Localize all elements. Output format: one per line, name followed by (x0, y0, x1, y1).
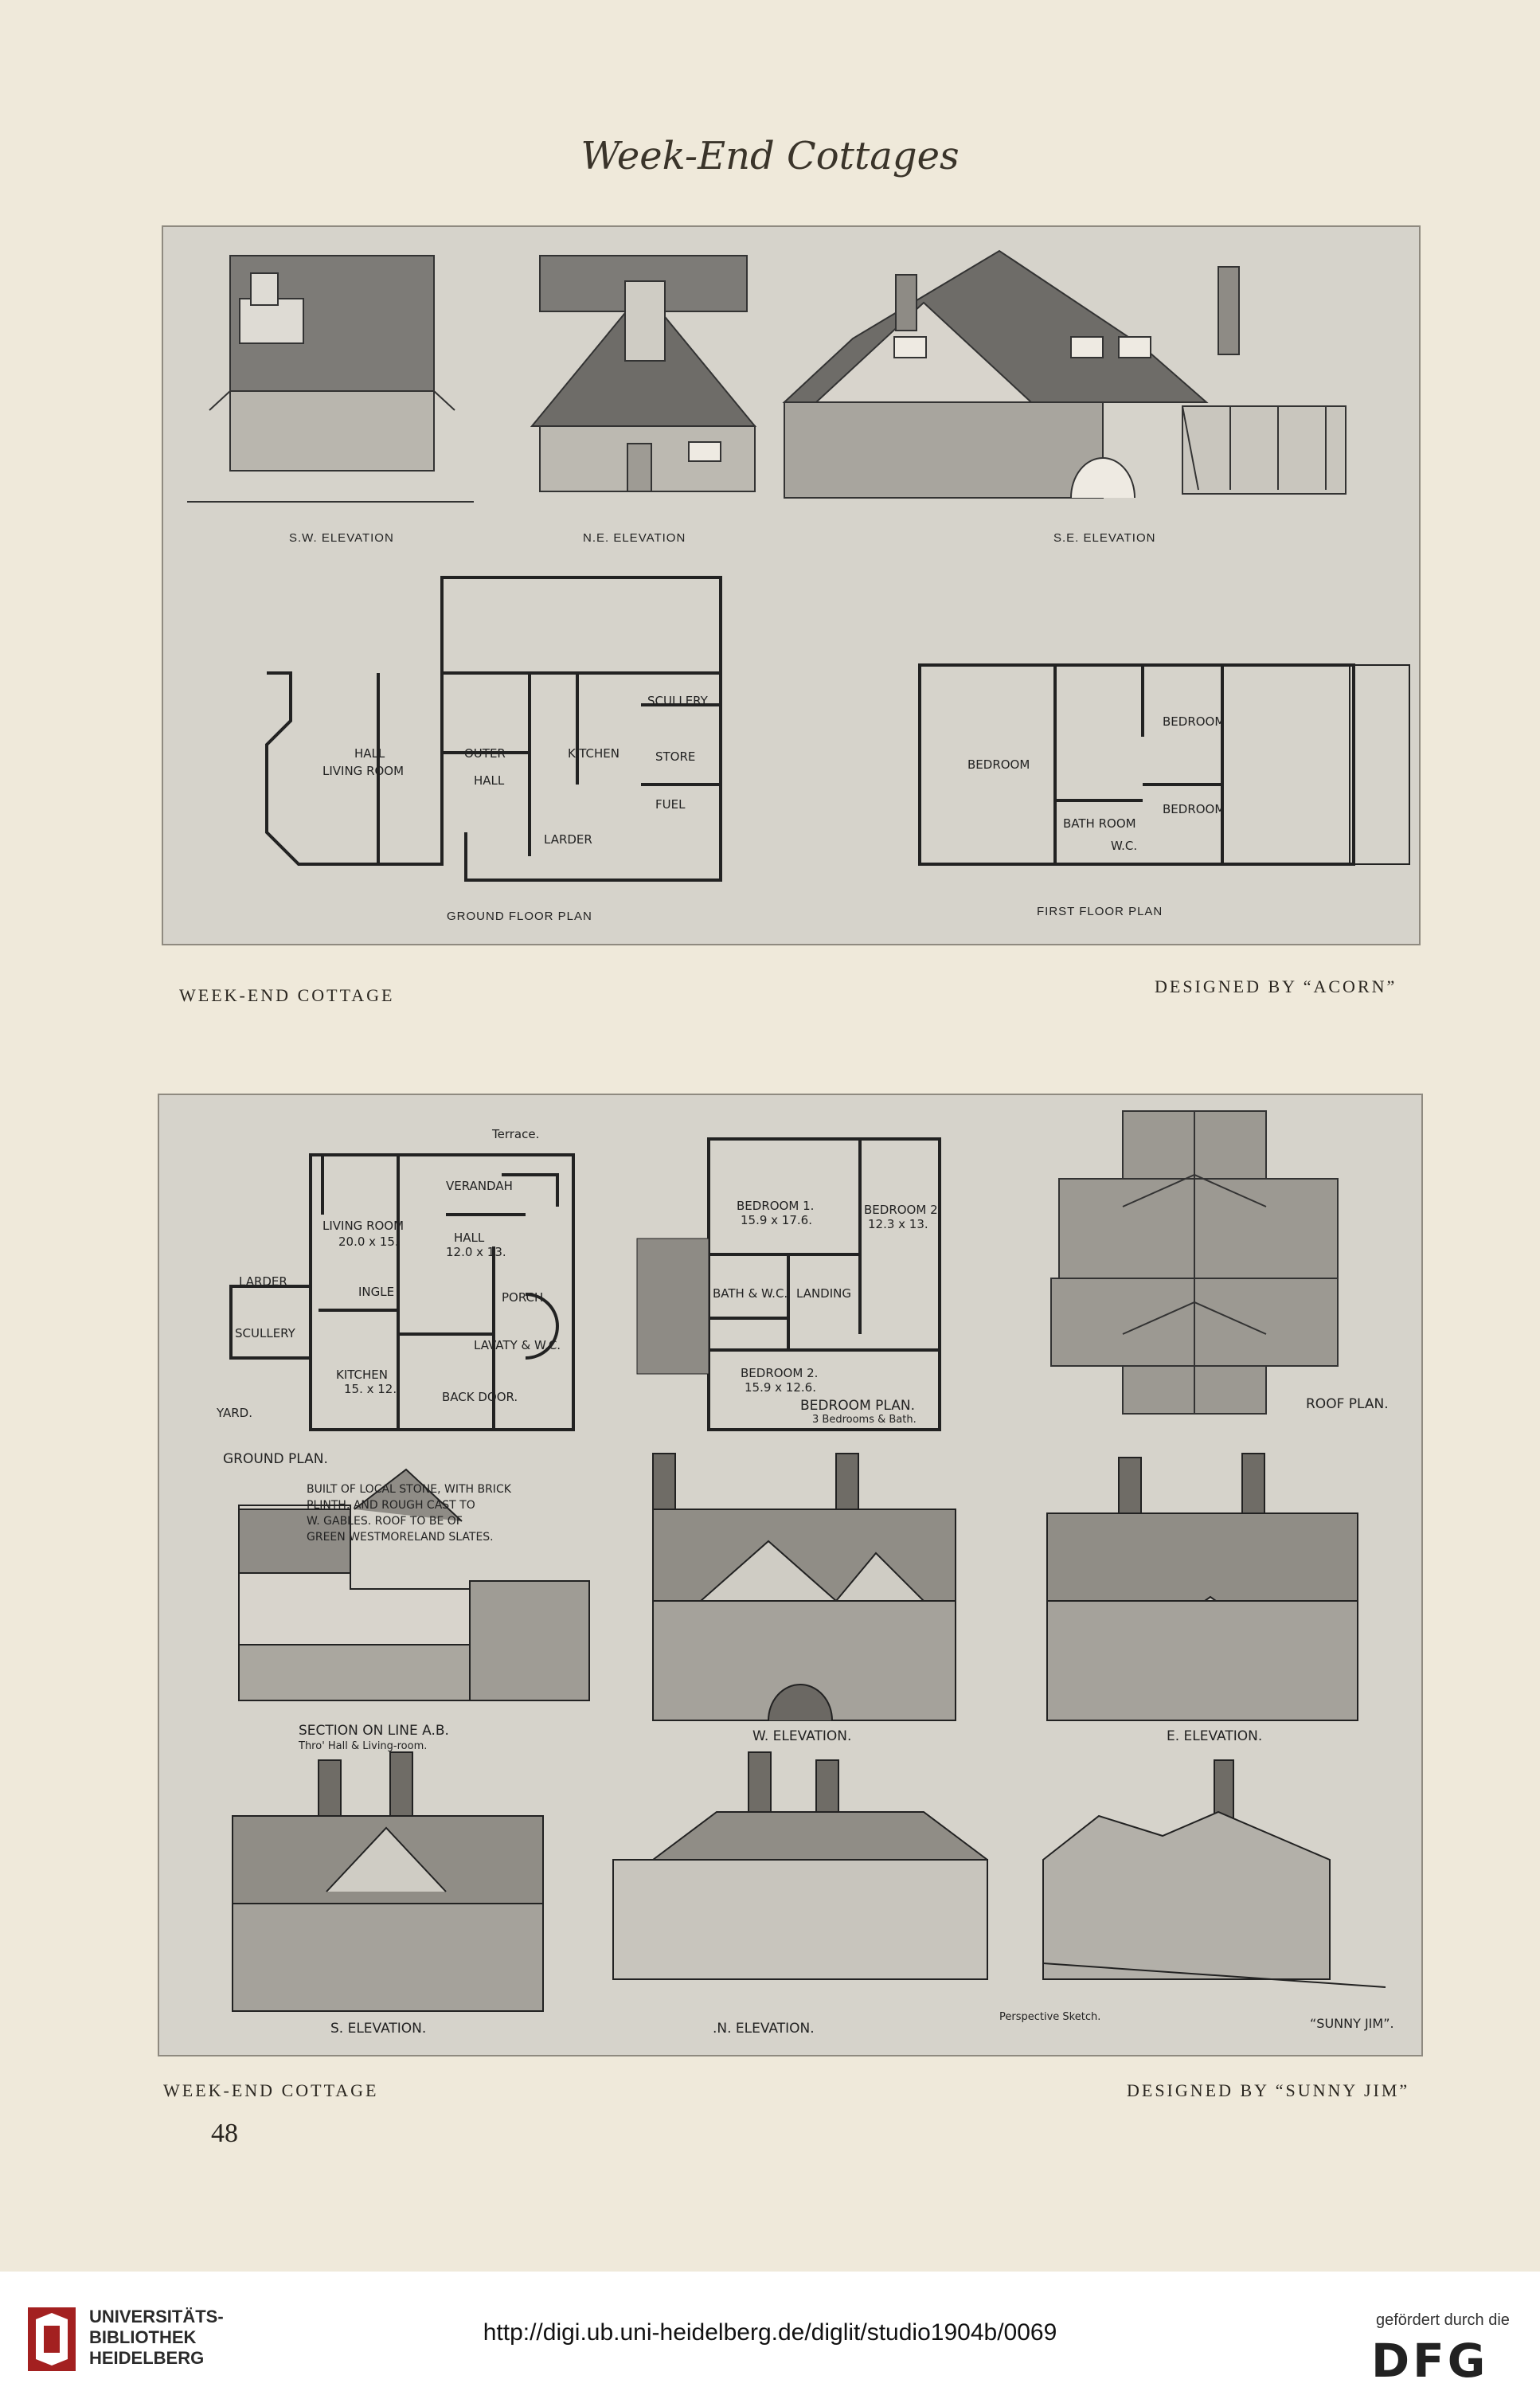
sj-bath-label: BATH & W.C. (713, 1286, 788, 1301)
sj-ingle-label: INGLE (358, 1285, 395, 1299)
sj-bedroom-plan-label: BEDROOM PLAN. (800, 1398, 916, 1414)
room-bedroom-1: BEDROOM (967, 757, 1030, 772)
sj-verandah-label: VERANDAH (446, 1179, 513, 1193)
sj-living-room-label: LIVING ROOM (322, 1219, 405, 1233)
dfg-logo: DFG (1371, 2334, 1489, 2388)
sj-ground-plan-label: GROUND PLAN. (223, 1451, 328, 1467)
scanned-page: Week-End Cottages (158, 134, 1423, 2148)
room-hall: HALL (474, 773, 505, 788)
room-wc: W.C. (1111, 839, 1138, 853)
sj-hall-dim: 12.0 x 13. (446, 1245, 506, 1259)
sj-ground-plan-drawing (229, 1153, 575, 1431)
sj-porch-label: PORCH (502, 1290, 544, 1305)
sj-construction-note: BUILT OF LOCAL STONE, WITH BRICK PLINTH,… (307, 1481, 511, 1545)
room-scullery: SCULLERY (647, 694, 708, 708)
sj-lavatory-label: LAVATY & W.C. (474, 1338, 561, 1352)
sj-w-elevation-label: W. ELEVATION. (752, 1728, 852, 1744)
sj-section-drawing (238, 1468, 590, 1701)
sj-yard-label: YARD. (217, 1406, 252, 1420)
se-elevation-drawing (782, 249, 1347, 499)
sj-perspective-label: Perspective Sketch. (999, 2011, 1101, 2023)
sj-e-elevation-label: E. ELEVATION. (1167, 1728, 1263, 1744)
digitization-footer: UNIVERSITÄTS- BIBLIOTHEK HEIDELBERG http… (0, 2272, 1540, 2391)
room-store: STORE (655, 749, 696, 764)
sj-bedroom-plan-drawing (636, 1137, 941, 1431)
sj-note-line-1: BUILT OF LOCAL STONE, WITH BRICK (307, 1483, 511, 1496)
university-logo-icon (28, 2307, 76, 2371)
sj-kitchen-label: KITCHEN (336, 1368, 388, 1382)
ground-floor-plan-label: GROUND FLOOR PLAN (447, 910, 592, 923)
room-hall-living: HALL (354, 746, 385, 761)
sj-kitchen-dim: 15. x 12. (344, 1382, 397, 1396)
sj-larder-label: LARDER (239, 1274, 287, 1289)
room-outer: OUTER (464, 746, 506, 761)
institution-line-3: HEIDELBERG (89, 2348, 205, 2368)
sw-elevation-label: S.W. ELEVATION (289, 531, 394, 545)
sunny-jim-caption-left: WEEK-END COTTAGE (163, 2080, 379, 2100)
ne-elevation-drawing (530, 255, 757, 492)
acorn-caption-left: WEEK-END COTTAGE (179, 985, 395, 1005)
sj-roof-plan-label: ROOF PLAN. (1306, 1396, 1389, 1412)
acorn-caption-right: DESIGNED BY “ACORN” (1155, 976, 1397, 996)
sj-w-elevation-drawing (652, 1453, 956, 1721)
sj-section-sub: Thro' Hall & Living-room. (299, 1740, 428, 1752)
institution-name: UNIVERSITÄTS- BIBLIOTHEK HEIDELBERG (89, 2307, 224, 2369)
room-bedroom-3: BEDROOM (1163, 802, 1225, 816)
running-title: Week-End Cottages (580, 134, 960, 178)
room-living-room: LIVING ROOM (322, 764, 405, 778)
source-url-link[interactable]: http://digi.ub.uni-heidelberg.de/diglit/… (483, 2319, 1057, 2346)
ground-floor-plan-drawing (265, 576, 722, 882)
sj-bedroom-1-label: BEDROOM 1. (737, 1199, 815, 1213)
institution-line-1: UNIVERSITÄTS- (89, 2307, 224, 2326)
sj-bedroom-2-dim: 12.3 x 13. (868, 1217, 928, 1231)
sj-bedroom-3-dim: 15.9 x 12.6. (745, 1380, 816, 1395)
ne-elevation-label: N.E. ELEVATION (583, 531, 686, 545)
sj-landing-label: LANDING (796, 1286, 852, 1301)
sj-n-elevation-drawing (612, 1751, 988, 1980)
sj-bedroom-1-dim: 15.9 x 17.6. (741, 1213, 812, 1227)
sj-scullery-label: SCULLERY (235, 1326, 295, 1340)
acorn-plate: S.W. ELEVATION N.E. ELEVATION S.E. ELEVA… (162, 225, 1421, 945)
sj-bedroom-plan-sub: 3 Bedrooms & Bath. (812, 1414, 917, 1426)
sunny-jim-drawings (229, 1110, 1386, 2012)
room-bedroom-2: BEDROOM (1163, 714, 1225, 729)
sw-elevation-drawing (187, 255, 474, 503)
sj-n-elevation-label: .N. ELEVATION. (713, 2021, 815, 2037)
se-elevation-label: S.E. ELEVATION (1053, 531, 1156, 545)
page-number: 48 (211, 2119, 238, 2148)
sj-hall-label: HALL (454, 1231, 485, 1245)
sj-perspective-drawing (1042, 1759, 1386, 1988)
sj-note-line-2: PLINTH, AND ROUGH CAST TO (307, 1499, 475, 1512)
sj-note-line-4: GREEN WESTMORELAND SLATES. (307, 1531, 494, 1544)
sj-section-label: SECTION ON LINE A.B. (299, 1723, 449, 1739)
room-larder: LARDER (544, 832, 592, 847)
room-kitchen: KITCHEN (568, 746, 620, 761)
institution-line-2: BIBLIOTHEK (89, 2327, 197, 2347)
room-fuel: FUEL (655, 797, 686, 812)
sunny-jim-plate: Terrace. VERANDAH LIVING ROOM 20.0 x 15.… (158, 1094, 1423, 2056)
sj-bedroom-3-label: BEDROOM 2. (741, 1366, 819, 1380)
first-floor-plan-label: FIRST FLOOR PLAN (1037, 905, 1163, 918)
acorn-drawings (187, 249, 1410, 882)
first-floor-plan-drawing (918, 663, 1410, 866)
sj-roof-plan-drawing (1050, 1110, 1339, 1415)
sj-s-elevation-label: S. ELEVATION. (330, 2021, 427, 2037)
sj-note-line-3: W. GABLES. ROOF TO BE OF (307, 1515, 463, 1528)
sj-bedroom-2-label: BEDROOM 2. (864, 1203, 942, 1217)
sj-back-door-label: BACK DOOR. (442, 1390, 518, 1404)
sj-e-elevation-drawing (1046, 1453, 1358, 1721)
sunny-jim-caption-right: DESIGNED BY “SUNNY JIM” (1127, 2080, 1410, 2100)
room-bathroom: BATH ROOM (1063, 816, 1136, 831)
sj-signature: “SUNNY JIM”. (1310, 2016, 1394, 2031)
sj-terrace-label: Terrace. (492, 1127, 540, 1141)
sj-living-room-dim: 20.0 x 15. (338, 1235, 399, 1249)
sj-s-elevation-drawing (232, 1751, 544, 2012)
funded-by-text: gefördert durch die (1376, 2311, 1510, 2329)
